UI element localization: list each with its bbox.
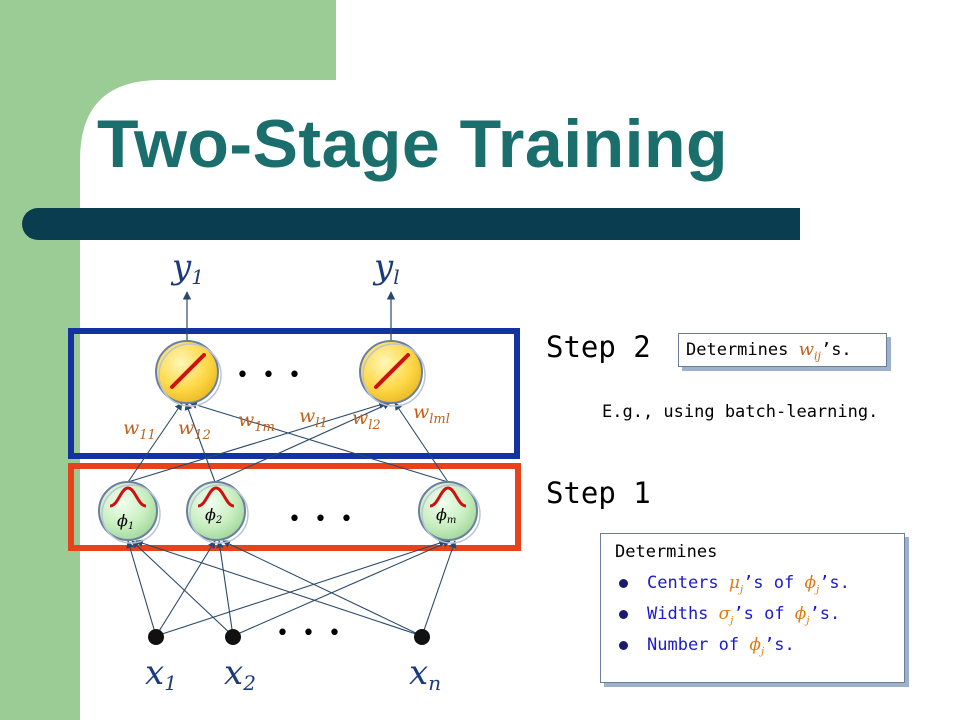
title-underline-bar	[22, 208, 800, 240]
input-label-2: x2	[224, 653, 256, 695]
gaussian-curve-icon	[429, 486, 467, 508]
input-ellipsis: • • •	[276, 621, 344, 646]
weight-label-wlml: wlml	[413, 401, 450, 427]
step-1-label: Step 1	[546, 476, 651, 510]
list-item-widths: Widths σj’s of ϕj’s.	[615, 599, 904, 630]
gaussian-curve-icon	[109, 486, 147, 508]
corner-green-block	[80, 0, 336, 160]
weight-label-wl2: wl2	[352, 407, 381, 433]
step-2-label: Step 2	[546, 330, 651, 364]
step-2-callout-suffix: ’s.	[820, 340, 852, 360]
list-item-number: Number of ϕj’s.	[615, 630, 904, 661]
step-1-callout: Determines Centers μj’s of ϕj’s. Widths …	[600, 533, 905, 683]
hidden-node-1	[98, 481, 161, 544]
weight-symbol-subscript: ij	[814, 349, 821, 363]
linear-activation-icon	[170, 353, 206, 389]
output-label-l: yl	[372, 247, 400, 289]
input-node-2	[225, 629, 241, 645]
weight-label-w12: w12	[178, 417, 211, 443]
output-label-1: y1	[170, 247, 204, 289]
hidden-node-m	[418, 481, 481, 544]
step-2-callout-prefix: Determines	[686, 340, 799, 360]
input-hidden-connections	[126, 539, 457, 637]
page-title: Two-Stage Training	[97, 106, 729, 182]
linear-activation-icon	[374, 353, 410, 389]
output-node-1	[155, 340, 222, 407]
weight-label-wl1: wl1	[299, 405, 328, 431]
output-arrows	[182, 291, 396, 340]
input-label-1: x1	[145, 653, 177, 695]
title-underline-bar-end	[780, 208, 800, 240]
input-node-n	[414, 629, 430, 645]
output-ellipsis: • • •	[236, 363, 304, 388]
hidden-layer-frame	[68, 463, 521, 551]
weight-label-w11: w11	[123, 417, 156, 443]
gaussian-curve-icon	[197, 486, 235, 508]
hidden-label-2: ϕ2	[205, 505, 222, 526]
output-node-l	[359, 340, 426, 407]
list-item-centers: Centers μj’s of ϕj’s.	[615, 568, 904, 599]
step-2-callout: Determines wij’s.	[678, 333, 887, 367]
batch-learning-note: E.g., using batch-learning.	[602, 402, 879, 422]
hidden-ellipsis: • • •	[288, 507, 356, 532]
weight-label-w1m: w1m	[238, 409, 275, 435]
hidden-node-2	[186, 481, 249, 544]
input-label-n: xn	[409, 653, 441, 695]
left-green-band	[0, 0, 80, 720]
hidden-output-connections	[127, 401, 449, 483]
step-1-callout-header: Determines	[615, 542, 718, 562]
input-node-1	[148, 629, 164, 645]
weight-symbol: w	[798, 339, 815, 360]
hidden-label-1: ϕ1	[117, 511, 134, 532]
output-layer-frame	[68, 328, 520, 459]
hidden-label-m: ϕm	[436, 505, 456, 526]
